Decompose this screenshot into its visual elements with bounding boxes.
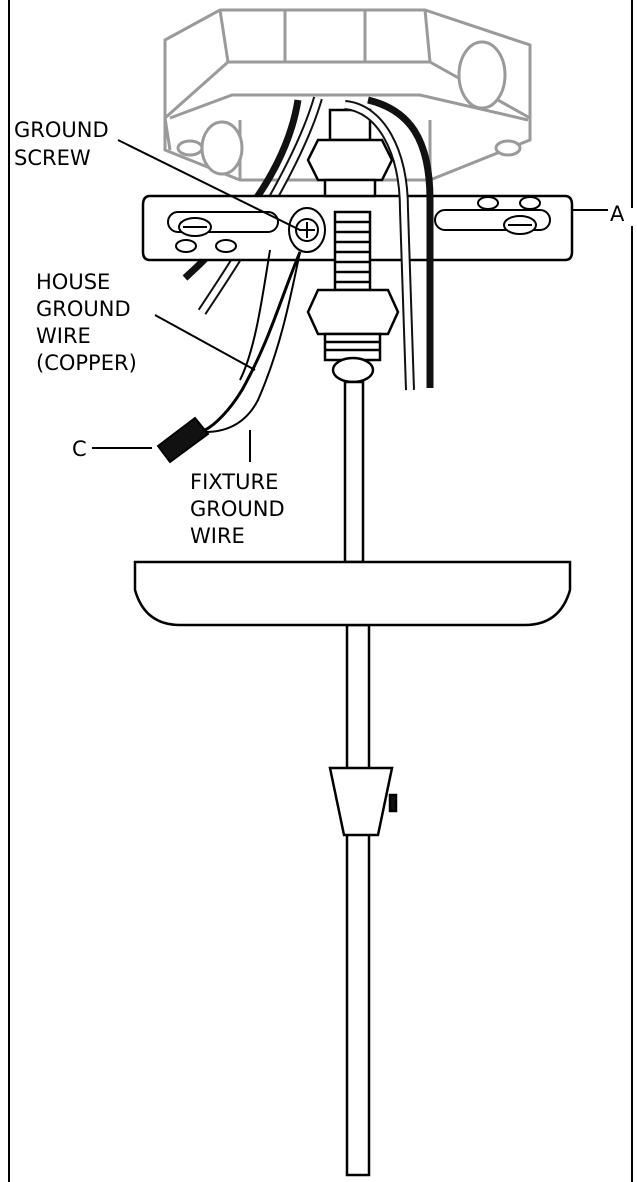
leader-lines [92, 139, 608, 462]
page-frame [8, 0, 633, 1182]
house-ground-wire-label: HOUSE GROUND WIRE (COPPER) [36, 270, 137, 375]
ground-wires [204, 249, 302, 433]
green-ground-screw-icon [288, 207, 326, 253]
fixture-supply-wires [344, 96, 434, 391]
ground-screw-label: GROUND SCREW [14, 118, 115, 170]
down-rod [328, 380, 398, 1177]
fixture-ground-wire-label: FIXTURE GROUND WIRE [190, 470, 291, 548]
threaded-nipple [306, 108, 400, 384]
junction-box-icon [163, 8, 532, 182]
wire-nut-icon [156, 416, 210, 464]
part-c-label: C [72, 437, 87, 461]
part-a-label: A [610, 202, 625, 226]
canopy [133, 560, 572, 627]
